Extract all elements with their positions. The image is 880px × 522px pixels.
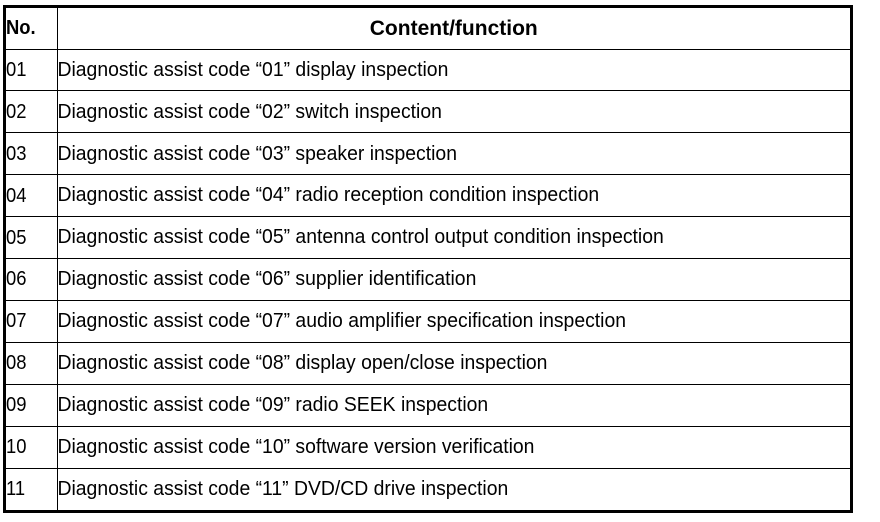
- diagnostic-assist-code-table: No. Content/function 01 Diagnostic assis…: [3, 5, 853, 513]
- cell-content: Diagnostic assist code “02” switch inspe…: [56, 90, 807, 134]
- cell-no: 01: [6, 48, 54, 92]
- cell-no: 08: [6, 341, 54, 385]
- cell-no: 09: [6, 383, 54, 427]
- table-row: 01 Diagnostic assist code “01” display i…: [6, 48, 850, 92]
- cell-no: 07: [6, 299, 54, 343]
- table-row: 06 Diagnostic assist code “06” supplier …: [6, 258, 850, 301]
- column-header-content-function: Content/function: [56, 8, 850, 50]
- cell-content: Diagnostic assist code “09” radio SEEK i…: [56, 383, 807, 427]
- cell-content: Diagnostic assist code “06” supplier ide…: [56, 258, 807, 301]
- cell-no: 06: [6, 258, 54, 301]
- table-row: 02 Diagnostic assist code “02” switch in…: [6, 90, 850, 134]
- table-row: 10 Diagnostic assist code “10” software …: [6, 425, 850, 469]
- cell-no: 05: [6, 216, 54, 260]
- cell-no: 04: [6, 174, 54, 218]
- cell-no: 10: [6, 425, 54, 469]
- cell-content: Diagnostic assist code “05” antenna cont…: [56, 216, 807, 260]
- cell-content: Diagnostic assist code “08” display open…: [56, 341, 807, 385]
- table-row: 11 Diagnostic assist code “11” DVD/CD dr…: [6, 467, 850, 510]
- column-header-no: No.: [6, 8, 54, 50]
- cell-content: Diagnostic assist code “10” software ver…: [56, 425, 807, 469]
- table-body: 01 Diagnostic assist code “01” display i…: [6, 48, 850, 510]
- table-row: 04 Diagnostic assist code “04” radio rec…: [6, 174, 850, 218]
- table-header-row: No. Content/function: [6, 8, 850, 50]
- table-row: 09 Diagnostic assist code “09” radio SEE…: [6, 383, 850, 427]
- table-row: 05 Diagnostic assist code “05” antenna c…: [6, 216, 850, 260]
- cell-no: 11: [6, 467, 54, 510]
- cell-content: Diagnostic assist code “11” DVD/CD drive…: [56, 467, 807, 510]
- table-header: No. Content/function: [6, 8, 850, 50]
- cell-content: Diagnostic assist code “04” radio recept…: [56, 174, 807, 218]
- cell-no: 03: [6, 132, 54, 176]
- table-grid: No. Content/function 01 Diagnostic assis…: [6, 8, 850, 510]
- table-row: 07 Diagnostic assist code “07” audio amp…: [6, 299, 850, 343]
- table-row: 03 Diagnostic assist code “03” speaker i…: [6, 132, 850, 176]
- cell-content: Diagnostic assist code “01” display insp…: [56, 48, 807, 92]
- cell-content: Diagnostic assist code “07” audio amplif…: [56, 299, 807, 343]
- cell-no: 02: [6, 90, 54, 134]
- cell-content: Diagnostic assist code “03” speaker insp…: [56, 132, 807, 176]
- table-row: 08 Diagnostic assist code “08” display o…: [6, 341, 850, 385]
